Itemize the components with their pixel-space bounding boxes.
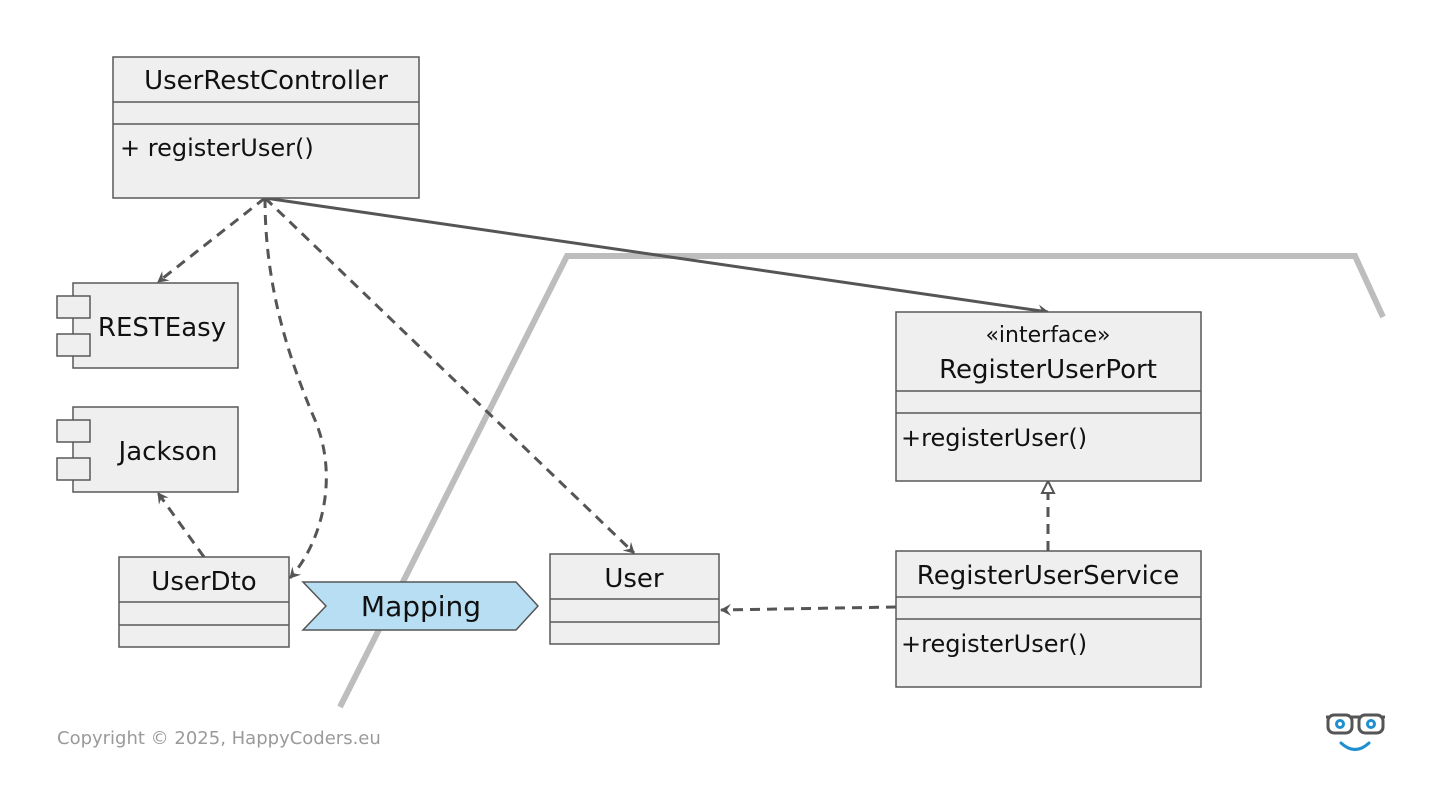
component-icon bbox=[56, 419, 91, 443]
component-label: Jackson bbox=[117, 437, 218, 467]
interface-register-user-port: «interface» RegisterUserPort +registerUs… bbox=[895, 311, 1202, 482]
class-name: RegisterUserService bbox=[917, 561, 1179, 591]
class-method: + registerUser() bbox=[120, 134, 314, 162]
dependency-controller-user bbox=[263, 196, 636, 555]
dependency-controller-resteasy bbox=[157, 196, 266, 284]
hexagon-boundary bbox=[337, 253, 1386, 709]
stereotype-label: «interface» bbox=[985, 323, 1110, 348]
component-label: RESTEasy bbox=[98, 313, 226, 343]
dependency-service-user bbox=[720, 603, 897, 616]
dependency-controller-userdto bbox=[263, 197, 328, 580]
class-name: RegisterUserPort bbox=[939, 355, 1157, 385]
component-jackson: Jackson bbox=[56, 406, 239, 493]
class-name: User bbox=[604, 564, 664, 594]
class-method: +registerUser() bbox=[901, 424, 1087, 452]
class-method: +registerUser() bbox=[901, 630, 1087, 658]
class-user-dto: UserDto bbox=[118, 556, 290, 648]
class-name: UserRestController bbox=[144, 66, 388, 96]
component-resteasy: RESTEasy bbox=[56, 282, 239, 369]
class-user: User bbox=[549, 553, 720, 645]
mapping-label: Mapping bbox=[361, 590, 481, 623]
mapping-arrow: Mapping bbox=[301, 581, 540, 631]
association-controller-port bbox=[264, 196, 1049, 317]
component-icon bbox=[56, 295, 91, 319]
glasses-smiley-icon bbox=[1326, 713, 1385, 751]
class-user-rest-controller: UserRestController + registerUser() bbox=[112, 56, 420, 199]
class-name: UserDto bbox=[151, 567, 256, 597]
copyright-text: Copyright © 2025, HappyCoders.eu bbox=[57, 728, 381, 749]
class-register-user-service: RegisterUserService +registerUser() bbox=[895, 550, 1202, 688]
dependency-userdto-jackson bbox=[156, 492, 206, 558]
